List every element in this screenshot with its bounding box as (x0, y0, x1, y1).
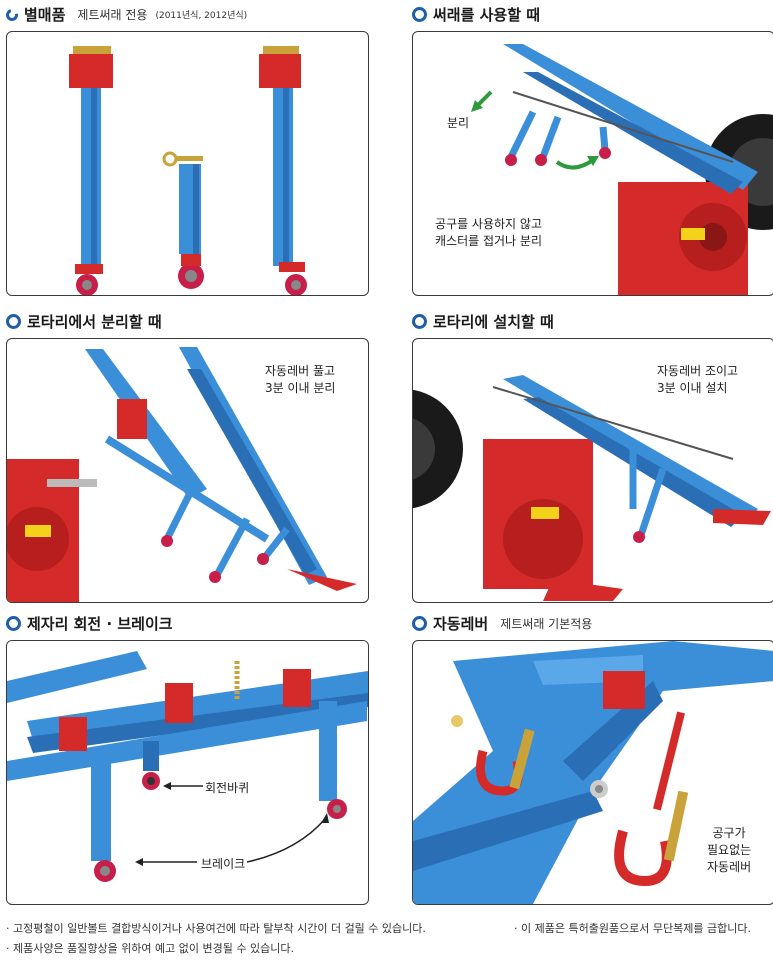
caption-line: 3분 이내 설치 (657, 381, 728, 395)
hook-lower (614, 829, 672, 887)
harrow-in-use-illustration (471, 44, 773, 295)
harrow-frame (503, 44, 758, 190)
arrow-left-icon (163, 782, 171, 790)
green-arrow-icon (475, 90, 493, 108)
section-title-detach: 로타리에서 분리할 때 (6, 311, 162, 332)
harrow-frame (7, 651, 147, 703)
panel-install: 자동레버 조이고 3분 이내 설치 (412, 338, 773, 603)
caster-arm-left (69, 46, 113, 295)
caster-small-middle (162, 151, 204, 289)
section-title-using: 써래를 사용할 때 (412, 4, 540, 25)
green-curve-arrow-icon (555, 158, 595, 170)
panel-detach: 자동레버 풀고 3분 이내 분리 (6, 338, 369, 603)
brake-label: 브레이크 (201, 857, 246, 871)
tractor-tire (413, 389, 463, 509)
caption-line: 자동레버 조이고 (657, 364, 739, 378)
circle-bullet-icon (6, 616, 21, 631)
circle-bullet-icon (412, 314, 427, 329)
caster-parts-illustration (69, 46, 307, 295)
section-title-turn: 제자리 회전 · 브레이크 (6, 613, 173, 634)
detach-label: 분리 (447, 116, 470, 130)
section-title-text: 로타리에 설치할 때 (433, 313, 554, 331)
panel-separate-parts (6, 31, 369, 296)
arrow-left-icon (135, 858, 143, 866)
circle-bullet-icon (412, 7, 427, 22)
section-subtitle: 제트써래 기본적용 (500, 617, 593, 631)
section-title-lever: 자동레버 제트써래 기본적용 (412, 613, 592, 634)
section-title-text: 별매품 (24, 6, 66, 24)
section-subtitle: 제트써래 전용 (77, 8, 148, 22)
auto-lever-illustration (413, 641, 773, 904)
section-title-text: 로타리에서 분리할 때 (27, 313, 162, 331)
panel-using-harrow: 분리 공구를 사용하지 않고 캐스터를 접거나 분리 (412, 31, 773, 296)
caption-line: 자동레버 (707, 860, 752, 874)
lever-caption: 공구가 필요없는 자동레버 (707, 825, 751, 876)
caption-line: 3분 이내 분리 (265, 381, 336, 395)
caption-line: 공구가 (712, 826, 746, 840)
footer-note: · 고정평철이 일반볼트 결합방식이거나 사용여건에 따라 탈부착 시간이 더 … (6, 922, 426, 935)
section-title-text: 자동레버 (433, 615, 489, 633)
section-note: (2011년식, 2012년식) (155, 11, 248, 21)
lever-block (603, 671, 645, 709)
turn-brake-illustration (7, 641, 368, 882)
caster-arm-right (259, 46, 307, 295)
circle-bullet-icon (412, 616, 427, 631)
section-title-text: 제자리 회전 · 브레이크 (27, 615, 173, 633)
swirl-bullet-icon (3, 6, 21, 23)
caption-line: 캐스터를 접거나 분리 (435, 234, 542, 248)
detach-caption: 자동레버 풀고 3분 이내 분리 (265, 363, 335, 397)
panel-turn-brake: 회전바퀴 브레이크 (6, 640, 369, 905)
caption-line: 공구를 사용하지 않고 (435, 217, 542, 231)
footer-note: · 이 제품은 특허출원품으로서 무단복제를 금합니다. (514, 922, 751, 935)
turn-wheel-label: 회전바퀴 (205, 781, 250, 795)
footer-note: · 제품사양은 품질향상을 위하여 예고 없이 변경될 수 있습니다. (6, 942, 294, 955)
section-title-install: 로타리에 설치할 때 (412, 311, 554, 332)
section-title-text: 써래를 사용할 때 (433, 6, 541, 24)
panel-auto-lever: 공구가 필요없는 자동레버 (412, 640, 773, 905)
caption-line: 필요없는 (707, 843, 752, 857)
install-illustration (413, 375, 771, 601)
using-caption: 공구를 사용하지 않고 캐스터를 접거나 분리 (435, 216, 542, 250)
section-title-separate: 별매품 제트써래 전용 (2011년식, 2012년식) (3, 4, 248, 25)
circle-bullet-icon (6, 314, 21, 329)
arrow-up-icon (321, 813, 329, 823)
caption-line: 자동레버 풀고 (265, 364, 336, 378)
install-caption: 자동레버 조이고 3분 이내 설치 (657, 363, 738, 397)
detach-illustration (7, 347, 357, 602)
